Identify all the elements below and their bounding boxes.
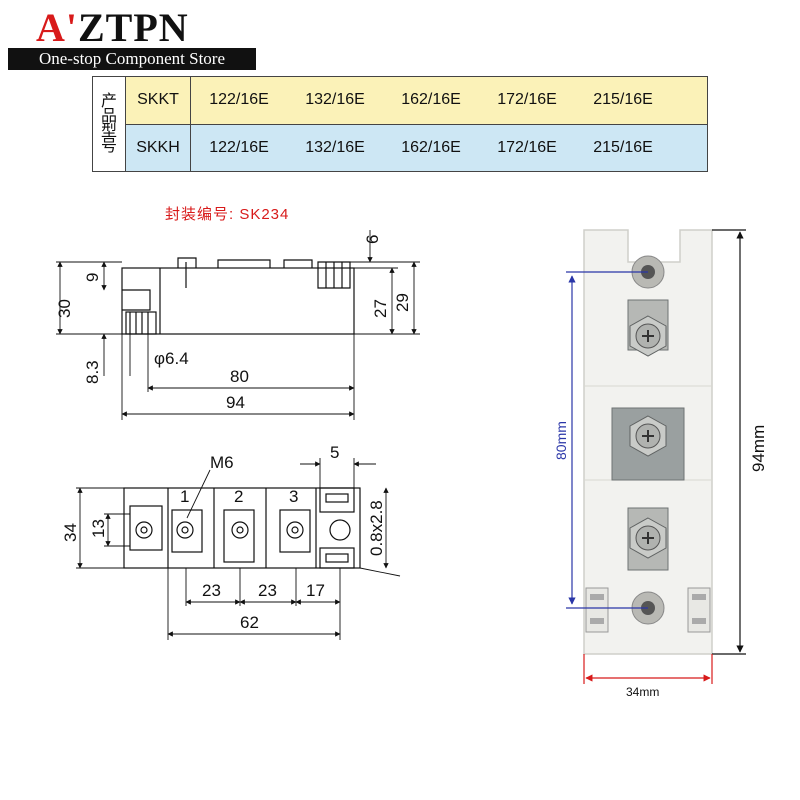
logo-text: ZTPN (78, 5, 189, 50)
side-view-dimensions (56, 230, 420, 420)
dim-80: 80 (230, 367, 249, 386)
dim-30: 30 (55, 299, 74, 318)
side-gate-pins (317, 261, 351, 289)
top-view-dimensions (76, 458, 401, 640)
top-view-drawing (123, 487, 361, 569)
dim-29: 29 (393, 293, 412, 312)
terminal-label-3: 3 (289, 487, 298, 506)
side-body-outline (121, 267, 355, 335)
side-terminal-1 (177, 257, 197, 268)
dim-m6: M6 (210, 453, 234, 472)
dim-62: 62 (240, 613, 259, 632)
dim-27: 27 (371, 299, 390, 318)
dim-17: 17 (306, 581, 325, 600)
mount-hole-left (135, 521, 153, 539)
dim-phi: φ6.4 (154, 349, 189, 368)
m6-leader (186, 469, 211, 519)
side-bolt (125, 311, 157, 335)
terminal-screw-2 (231, 521, 249, 539)
dim-34: 34 (61, 523, 80, 542)
dim-0-8x2-8: 0.8x2.8 (367, 500, 386, 556)
dim-8-3: 8.3 (83, 360, 102, 384)
mount-hole-right (329, 519, 351, 541)
side-terminal-2 (217, 259, 271, 268)
top-body-outline (123, 487, 361, 569)
terminal-label-1: 1 (180, 487, 189, 506)
series-cell: SKKT (125, 76, 191, 125)
package-label: 封装编号: SK234 (165, 206, 290, 223)
brand-logo: A'ZTPN (36, 4, 189, 51)
series-cell: SKKH (125, 123, 191, 172)
module-photo (583, 229, 713, 655)
gate-pin-top (319, 487, 355, 513)
terminal-label-2: 2 (234, 487, 243, 506)
dim-94: 94 (226, 393, 245, 412)
dim-9: 9 (83, 273, 102, 282)
store-tagline: One-stop Component Store (8, 48, 256, 70)
dim-80mm: 80mm (553, 421, 569, 460)
product-model-label: 产 品 型 号 (92, 76, 126, 172)
dim-23b: 23 (258, 581, 277, 600)
side-nut (122, 289, 151, 311)
logo-mark: A' (36, 5, 78, 50)
photo-dimensions (566, 229, 746, 684)
dim-23a: 23 (202, 581, 221, 600)
terminal-screw-3 (286, 521, 304, 539)
dim-34mm: 34mm (626, 685, 659, 699)
dim-6: 6 (363, 235, 382, 244)
dim-94mm: 94mm (749, 425, 768, 472)
dim-5: 5 (330, 443, 339, 462)
gate-pin-bottom (319, 547, 355, 569)
side-view-drawing (121, 257, 355, 335)
dim-13: 13 (89, 519, 108, 538)
terminal-screw-1 (176, 521, 194, 539)
side-terminal-3 (283, 259, 313, 268)
